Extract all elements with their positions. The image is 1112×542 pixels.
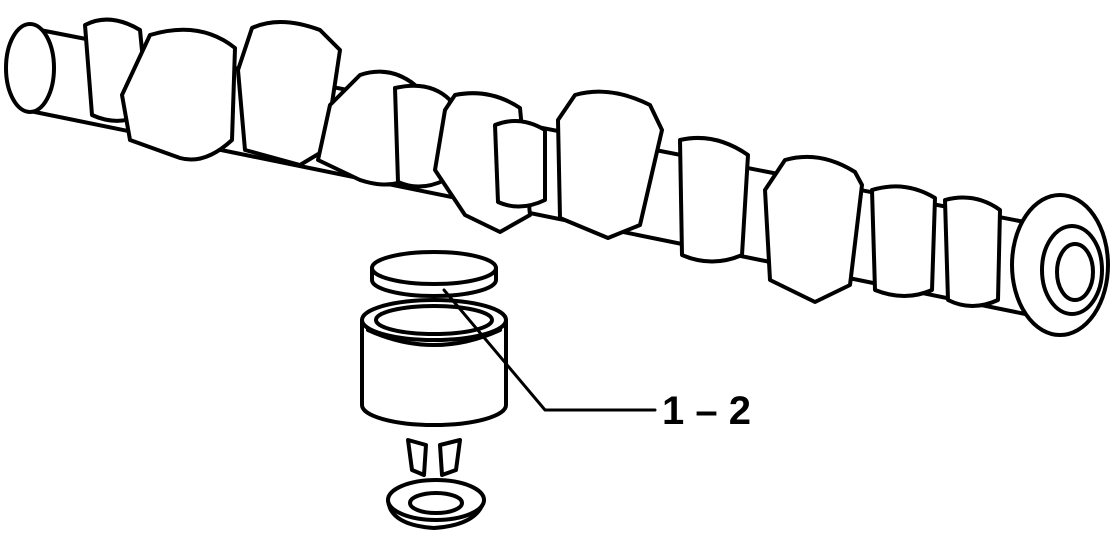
valve-assembly <box>360 250 508 530</box>
bearing-journal <box>493 119 547 209</box>
camshaft-left-end <box>4 22 56 114</box>
bearing-journal <box>678 135 750 264</box>
callout-leader-line <box>442 288 657 412</box>
adjusting-shim <box>370 250 498 298</box>
bucket-tappet <box>360 298 508 427</box>
cam-lobe <box>556 89 664 240</box>
spring-retainer <box>386 478 486 530</box>
cam-lobe <box>120 27 237 162</box>
bearing-journal <box>943 195 1002 308</box>
cam-lobe <box>763 154 864 304</box>
cam-lobe <box>236 19 342 167</box>
camshaft-flange-inner <box>1055 242 1095 302</box>
valve-keepers <box>406 438 462 477</box>
bearing-journal <box>870 184 937 298</box>
callout-label: 1 – 2 <box>662 389 751 433</box>
camshaft <box>4 17 1110 337</box>
